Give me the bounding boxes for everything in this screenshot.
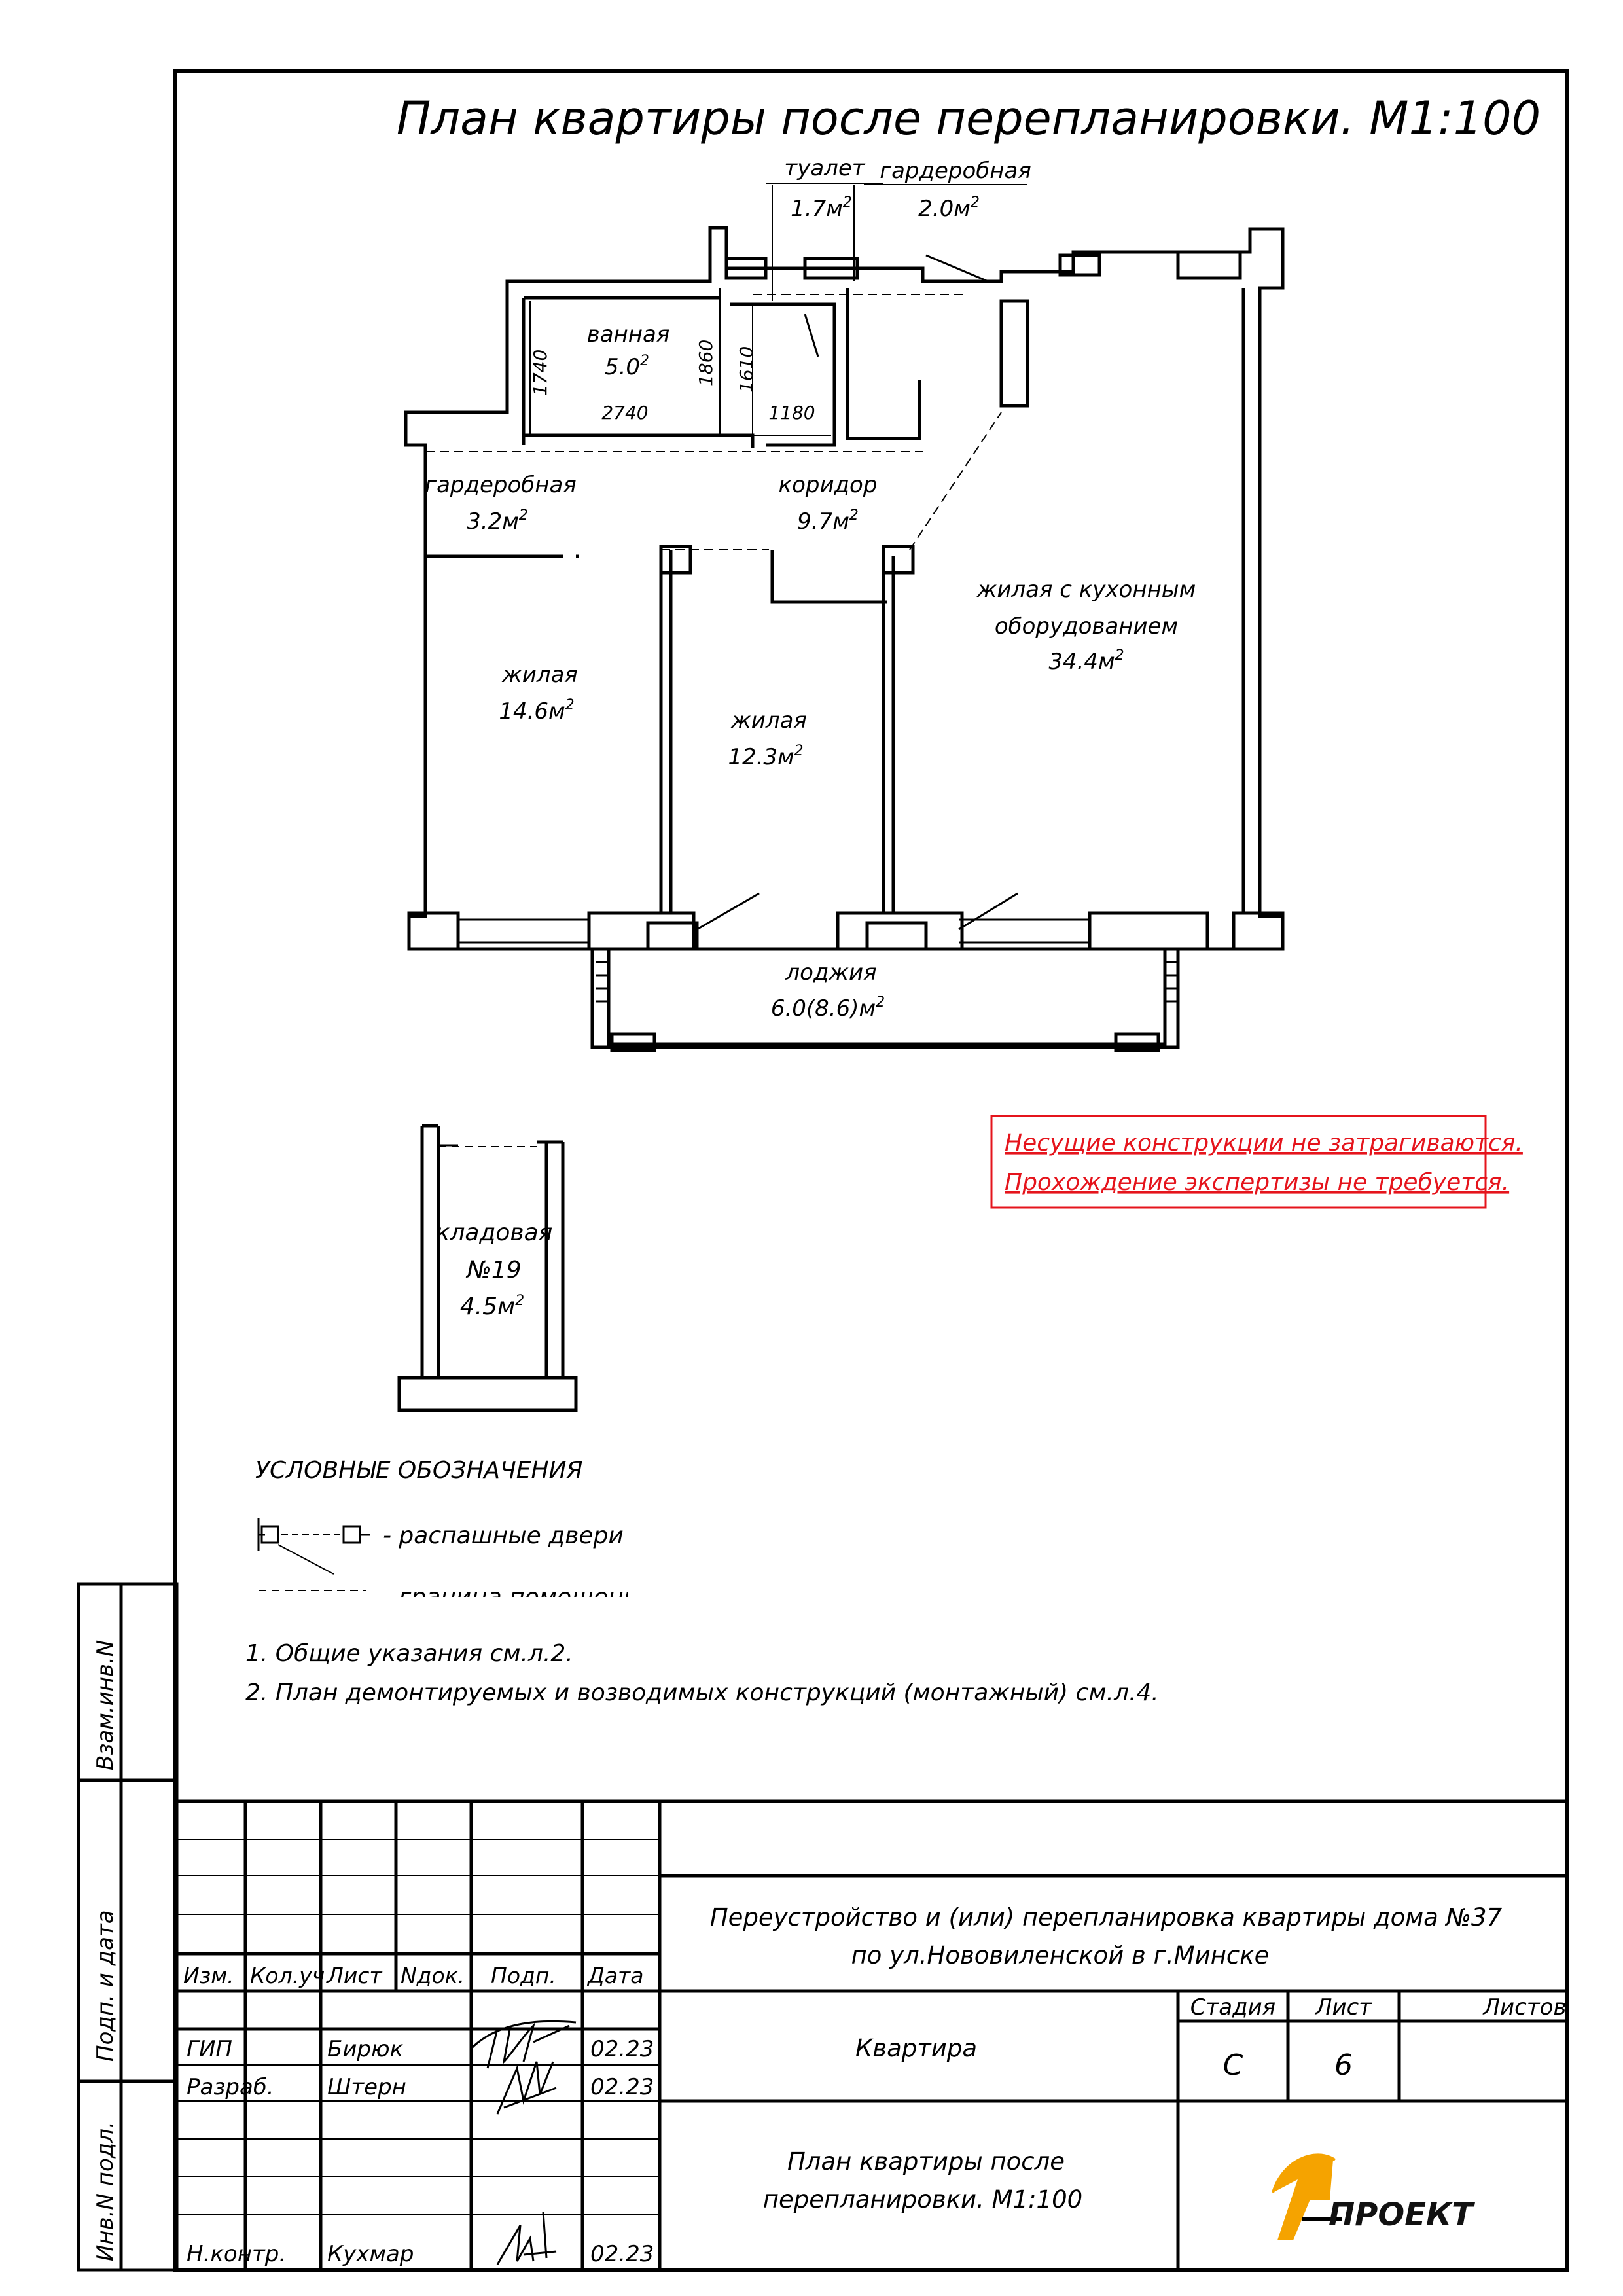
- logo-accent-mark: [1272, 2153, 1336, 2240]
- tb-signer-role-1: ГИП: [187, 2036, 232, 2062]
- tb-sheet-title-line-2: перепланировки. М1:100: [763, 2185, 1082, 2214]
- room-toilet-area: 1.7м2: [791, 194, 852, 222]
- room-wardrobe-left-area: 3.2м2: [467, 507, 528, 535]
- tb-signer-date-1: 02.23: [590, 2036, 654, 2062]
- tb-header-data: Дата: [586, 1963, 643, 1988]
- notice-line-1: Несущие конструкции не затрагиваются.: [1005, 1130, 1523, 1157]
- side-stamp-inv: Инв.N подл.: [92, 2121, 118, 2261]
- legend: УСЛОВНЫЕ ОБОЗНАЧЕНИЯ - распашные двери -…: [255, 1457, 654, 1611]
- room-living-2-name: жилая: [730, 708, 807, 734]
- tb-project-line-1: Переустройство и (или) перепланировка кв…: [710, 1903, 1503, 1931]
- tb-signer-date-2: 02.23: [590, 2074, 654, 2100]
- dim-toilet-height: 1610: [736, 346, 757, 393]
- tb-project-line-2: по ул.Нововиленской в г.Минске: [851, 1941, 1270, 1969]
- side-stamp-podp: Подп. и дата: [92, 1910, 118, 2062]
- room-loggia-area: 6.0(8.6)м2: [771, 994, 885, 1022]
- tb-header-kol: Кол.уч.: [250, 1963, 332, 1988]
- plan-door-swing-3: [925, 254, 989, 283]
- title-block: [175, 1799, 1567, 2270]
- side-stamp-vzam: Взам.инв.N: [92, 1640, 118, 1770]
- plan-column-3: [999, 299, 1029, 408]
- notice-line-2: Прохождение экспертизы не требуется.: [1005, 1169, 1509, 1196]
- tb-signer-role-2: Разраб.: [187, 2074, 274, 2100]
- room-toilet-name: туалет: [784, 155, 865, 181]
- tb-signer-name-2: Штерн: [327, 2074, 406, 2100]
- room-corridor-area: 9.7м2: [797, 507, 859, 535]
- plan-wall-wardrobe-top: [846, 288, 921, 440]
- room-kitchen-name-2: оборудованием: [995, 613, 1178, 639]
- notice-box: Несущие конструкции не затрагиваются. Пр…: [990, 1115, 1523, 1209]
- legend-heading: УСЛОВНЫЕ ОБОЗНАЧЕНИЯ: [255, 1457, 582, 1484]
- signature-3: [496, 2212, 557, 2265]
- tb-header-izm: Изм.: [183, 1963, 234, 1988]
- signature-1: [470, 2020, 577, 2069]
- plan-wall-corridor-step: [770, 550, 887, 604]
- plan-column-1: [659, 545, 692, 575]
- company-logo: ПРОЕКТ: [1272, 2153, 1475, 2240]
- room-wardrobe-top-area: 2.0м2: [918, 194, 980, 222]
- tb-signer-name-1: Бирюк: [327, 2036, 404, 2062]
- tb-header-list2: Лист: [1314, 1994, 1372, 2020]
- room-bath-name: ванная: [587, 321, 670, 348]
- note-1: 1. Общие указания см.л.2.: [245, 1640, 573, 1667]
- page-title: План квартиры после перепланировки. М1:1…: [397, 92, 1541, 145]
- legend-boundary-label: - граница помещений: [383, 1584, 654, 1611]
- room-kitchen-area: 34.4м2: [1048, 647, 1124, 675]
- room-living-1-area: 14.6м2: [499, 697, 574, 725]
- plan-column-2: [882, 545, 915, 575]
- plan-wall-toilet: [730, 302, 836, 447]
- plan-room-boundary: [425, 294, 1002, 550]
- tb-header-stadia: Стадия: [1190, 1994, 1275, 2020]
- tb-stage: С: [1223, 2049, 1243, 2082]
- room-loggia-name: лоджия: [785, 960, 876, 986]
- plan-dimension-labels: 1740 2740 1860 1610 1180: [529, 340, 815, 423]
- tb-sheet-title-line-1: План квартиры после: [787, 2147, 1065, 2176]
- plan-wall-room1-right: [659, 550, 673, 913]
- drawing-frame: [173, 69, 1569, 2272]
- storage-area: 4.5м2: [460, 1293, 524, 1320]
- room-living-1-name: жилая: [501, 662, 578, 688]
- room-corridor-name: коридор: [779, 472, 878, 498]
- storage-name: кладовая: [436, 1219, 553, 1246]
- plan-dimensions: [527, 288, 831, 436]
- plan-door-swing-1: [696, 892, 760, 931]
- storage-plan: [397, 1124, 578, 1412]
- signature-2: [496, 2061, 557, 2115]
- plan-door-swing-4: [804, 314, 819, 357]
- tb-object: Квартира: [855, 2034, 977, 2062]
- floor-plan: [404, 226, 1285, 1052]
- legend-doors-label: - распашные двери: [383, 1522, 624, 1549]
- tb-signer-date-3: 02.23: [590, 2241, 654, 2267]
- plan-door-swing-2: [958, 892, 1018, 931]
- tb-header-listov: Листов: [1482, 1994, 1566, 2020]
- signatures: [470, 2020, 577, 2265]
- tb-signer-name-3: Кухмар: [327, 2241, 414, 2267]
- room-bath-area: 5.02: [605, 353, 649, 380]
- room-kitchen-name-1: жилая с кухонным: [976, 577, 1196, 603]
- dim-toilet-width: 1180: [768, 402, 815, 423]
- storage-number: №19: [465, 1257, 521, 1283]
- room-wardrobe-left-name: гардеробная: [425, 472, 577, 498]
- legend-door-symbol: [257, 1518, 370, 1575]
- side-stamp: [77, 1582, 179, 2272]
- tb-header-list: Лист: [327, 1963, 383, 1988]
- tb-header-ndok: Nдок.: [401, 1963, 465, 1988]
- tb-header-podp: Подп.: [491, 1963, 556, 1988]
- dim-bath-height: 1740: [529, 350, 551, 396]
- dim-bath-right: 1860: [695, 340, 717, 386]
- room-living-2-area: 12.3м2: [728, 743, 803, 770]
- room-labels: туалет 1.7м2 гардеробная 2.0м2 ванная 5.…: [425, 155, 1196, 1022]
- plan-wall-room2-right: [882, 556, 895, 913]
- tb-sheet-number: 6: [1334, 2049, 1353, 2082]
- tb-signer-role-3: Н.контр.: [187, 2241, 286, 2267]
- room-wardrobe-top-name: гардеробная: [880, 158, 1031, 184]
- dim-bath-width: 2740: [601, 402, 648, 423]
- plan-loggia: [590, 949, 1180, 1049]
- note-2: 2. План демонтируемых и возводимых конст…: [245, 1679, 1159, 1706]
- logo-text: ПРОЕКТ: [1329, 2197, 1475, 2233]
